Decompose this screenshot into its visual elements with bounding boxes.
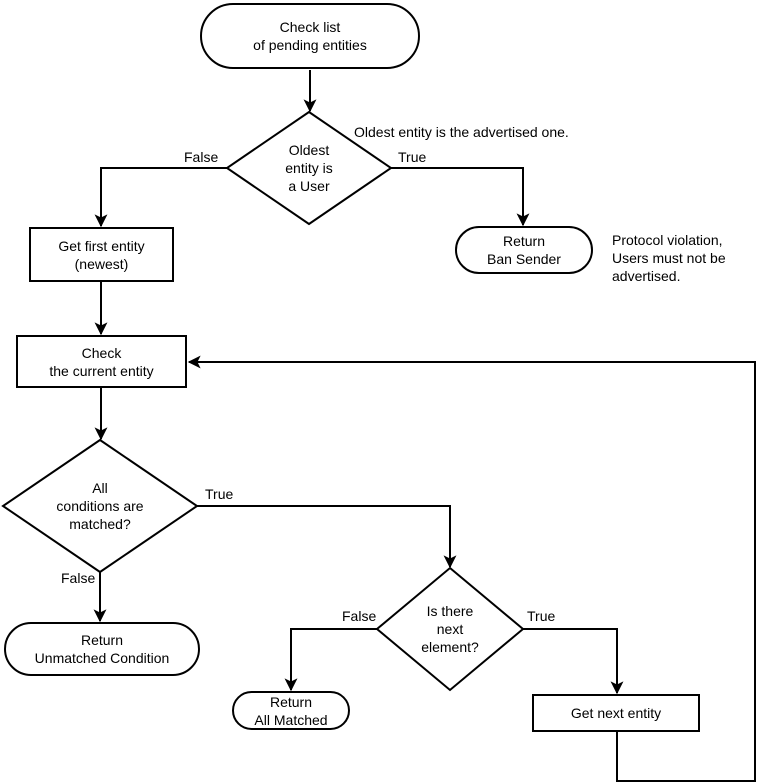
node-get-first-entity: Get first entity (newest) <box>29 227 174 282</box>
edge-matched-true-to-next-element <box>197 505 457 569</box>
edge-get-next-loop-to-check-current <box>187 355 756 782</box>
edge-oldest-true-to-ban-sender <box>391 167 530 227</box>
edge-label-oldest-false: False <box>184 149 219 165</box>
edge-label-next-false: False <box>342 608 377 624</box>
annotation-oldest-advertised: Oldest entity is the advertised one. <box>354 124 569 140</box>
edge-oldest-false-to-get-first <box>94 167 227 228</box>
decision-oldest-entity-diamond <box>225 110 393 226</box>
decision-next-element-diamond <box>375 566 525 692</box>
edge-label-matched-false: False <box>61 570 96 586</box>
decision-next-element-label: Is there next element? <box>421 603 479 655</box>
node-return-all-matched: Return All Matched <box>232 691 350 730</box>
decision-oldest-entity-label: Oldest entity is a User <box>285 142 333 194</box>
node-get-next-entity: Get next entity <box>532 694 700 732</box>
edge-next-false-to-all-matched <box>284 628 377 692</box>
edge-label-next-true: True <box>527 608 556 624</box>
annotation-protocol-violation: Protocol violation, Users must not be ad… <box>612 232 726 284</box>
decision-all-matched-label: All conditions are matched? <box>56 480 144 532</box>
node-return-ban-sender: Return Ban Sender <box>455 226 593 274</box>
node-check-list-terminator: Check list of pending entities <box>200 3 420 69</box>
edge-label-oldest-true: True <box>398 149 427 165</box>
node-check-current-entity: Check the current entity <box>16 335 187 388</box>
edge-label-matched-true: True <box>205 486 234 502</box>
node-return-unmatched-condition: Return Unmatched Condition <box>4 622 200 676</box>
edge-next-true-to-get-next <box>523 628 624 695</box>
